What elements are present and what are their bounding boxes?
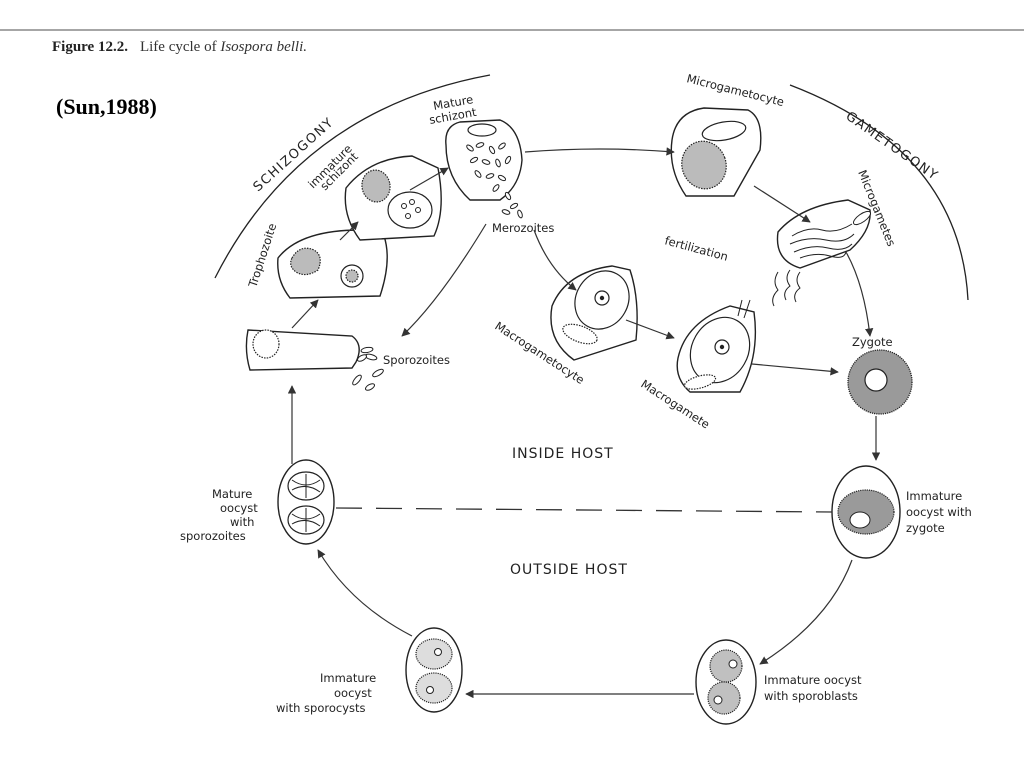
figure-caption: Figure 12.2.Life cycle of Isospora belli… (52, 39, 307, 55)
imm-oocyst-zygote-label-2: oocyst with (906, 505, 972, 519)
immature-oocyst-sporocysts (405, 627, 463, 713)
fertilization-label: fertilization (663, 233, 729, 263)
gametogony-arc (789, 84, 969, 301)
microgametocyte-cell (670, 107, 762, 197)
microgametes-cell (772, 199, 872, 307)
schizogony-arc (214, 74, 491, 279)
mature-oocyst-sporozoites (277, 459, 335, 545)
imm-oocyst-sporocysts-label-3: with sporocysts (276, 701, 366, 715)
mature-oocyst-label-4: sporozoites (180, 529, 246, 543)
imm-oocyst-sporoblasts-label-1: Immature oocyst (764, 673, 862, 687)
imm-oocyst-sporocysts-label-1: Immature (320, 671, 376, 685)
microgametocyte-label: Microgametocyte (685, 71, 785, 109)
imm-oocyst-sporocysts-label-2: oocyst (334, 686, 372, 700)
imm-oocyst-zygote-label-1: Immature (906, 489, 962, 503)
trophozoite-cell (277, 229, 388, 299)
sporozoite-host-cell (245, 329, 360, 371)
zygote-label: Zygote (852, 335, 893, 349)
mature-schizont-label-1: Mature (432, 92, 474, 113)
mature-oocyst-label-1: Mature (212, 487, 252, 501)
immature-oocyst-sporoblasts (695, 639, 757, 725)
sporozoites-group (352, 346, 384, 391)
immature-schizont-cell (344, 155, 442, 241)
imm-oocyst-zygote-label-3: zygote (906, 521, 945, 535)
merozoites-label: Merozoites (492, 221, 554, 235)
trophozoite-label: Trophozoite (245, 222, 279, 290)
zygote-cell (847, 349, 913, 415)
immature-oocyst-zygote (831, 465, 901, 559)
mature-schizont-cell (445, 119, 523, 219)
imm-oocyst-sporoblasts-label-2: with sporoblasts (764, 689, 858, 703)
host-boundary-line (335, 507, 833, 513)
citation: (Sun,1988) (56, 94, 157, 119)
macrogamete-cell (676, 299, 757, 393)
cycle-arrows (287, 147, 881, 699)
mature-oocyst-label-3: with (230, 515, 254, 529)
mature-oocyst-label-2: oocyst (220, 501, 258, 515)
outside-host-label: OUTSIDE HOST (510, 562, 628, 578)
inside-host-label: INSIDE HOST (512, 446, 614, 462)
macrogametocyte-cell (550, 265, 638, 361)
sporozoites-label: Sporozoites (383, 353, 450, 367)
